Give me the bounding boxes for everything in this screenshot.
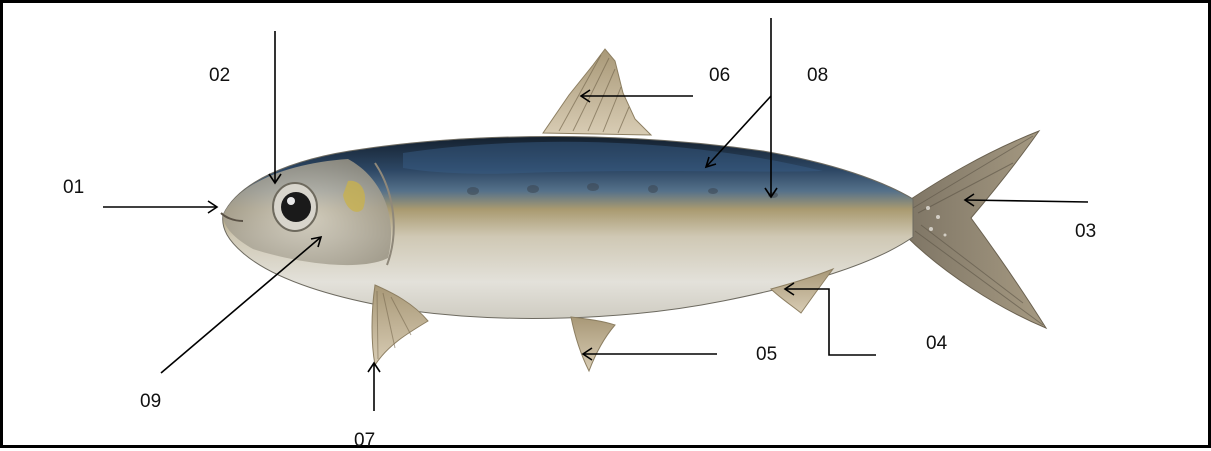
- label-04: 04: [926, 333, 948, 354]
- fish-anatomy-diagram: 01 02 03 04 05 06 07 08 09: [3, 3, 1211, 451]
- label-06: 06: [709, 65, 730, 86]
- label-02: 02: [209, 65, 230, 86]
- label-08: 08: [807, 65, 828, 86]
- label-03: 03: [1075, 221, 1096, 242]
- label-05: 05: [756, 344, 777, 365]
- pointer-09-line: [161, 237, 321, 373]
- pelvic-fin: [571, 317, 615, 371]
- label-09: 09: [140, 391, 161, 412]
- label-01: 01: [63, 177, 84, 198]
- fish-illustration: [221, 49, 1046, 371]
- fish-eye: [273, 183, 317, 231]
